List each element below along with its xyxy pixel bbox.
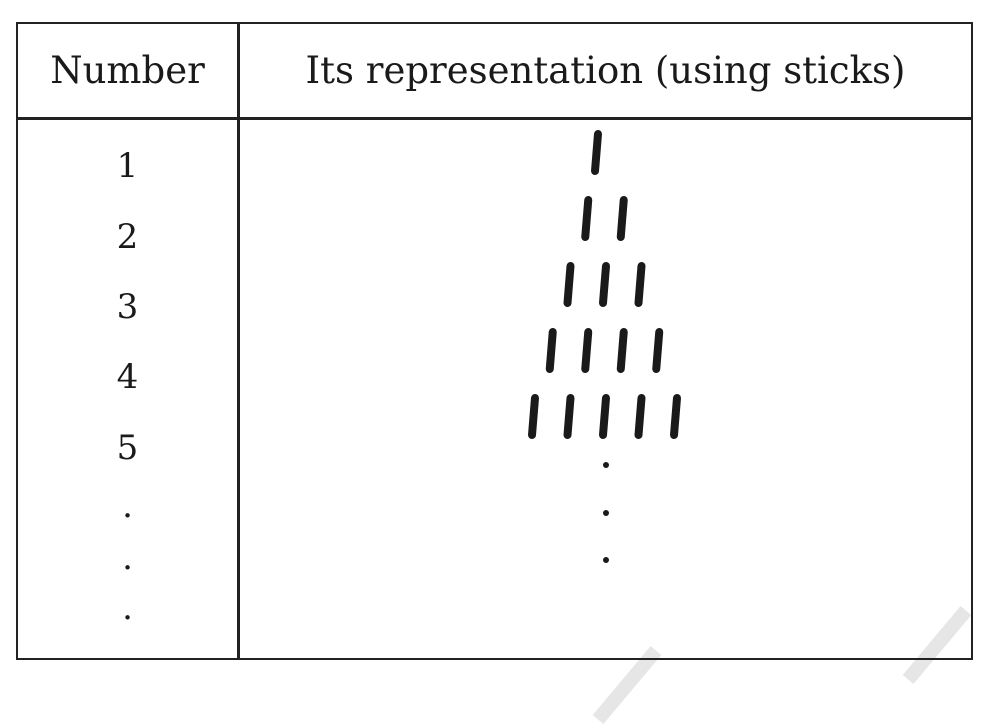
continuation-dot: . xyxy=(122,588,133,628)
stick xyxy=(545,328,557,373)
stick xyxy=(599,262,610,307)
stick xyxy=(581,196,593,241)
stick xyxy=(563,394,575,439)
header-representation: Its representation (using sticks) xyxy=(305,49,906,92)
stick xyxy=(670,394,681,439)
number-cell: 3 xyxy=(116,287,139,327)
header-divider xyxy=(18,117,971,120)
number-cell: 2 xyxy=(116,217,139,257)
stick-drawings xyxy=(528,130,681,563)
stick xyxy=(528,394,539,439)
stick xyxy=(652,328,664,373)
stick xyxy=(634,394,646,439)
stick xyxy=(616,196,628,241)
column-divider xyxy=(237,24,240,658)
stick xyxy=(591,130,602,175)
continuation-dot-mark xyxy=(603,510,609,516)
continuation-dot: . xyxy=(122,486,133,526)
header-number: Number xyxy=(50,49,205,92)
continuation-dot-mark xyxy=(603,462,609,468)
continuation-dot-mark xyxy=(603,557,609,563)
continuation-dot: . xyxy=(122,538,133,578)
stick xyxy=(599,394,610,439)
number-cell: 5 xyxy=(116,428,139,468)
stick xyxy=(563,262,575,307)
number-cell: 4 xyxy=(116,357,139,397)
stick xyxy=(581,328,593,373)
stick xyxy=(616,328,628,373)
number-cell: 1 xyxy=(116,146,139,186)
stick-representation-table: Number Its representation (using sticks)… xyxy=(16,22,973,660)
stick xyxy=(634,262,646,307)
